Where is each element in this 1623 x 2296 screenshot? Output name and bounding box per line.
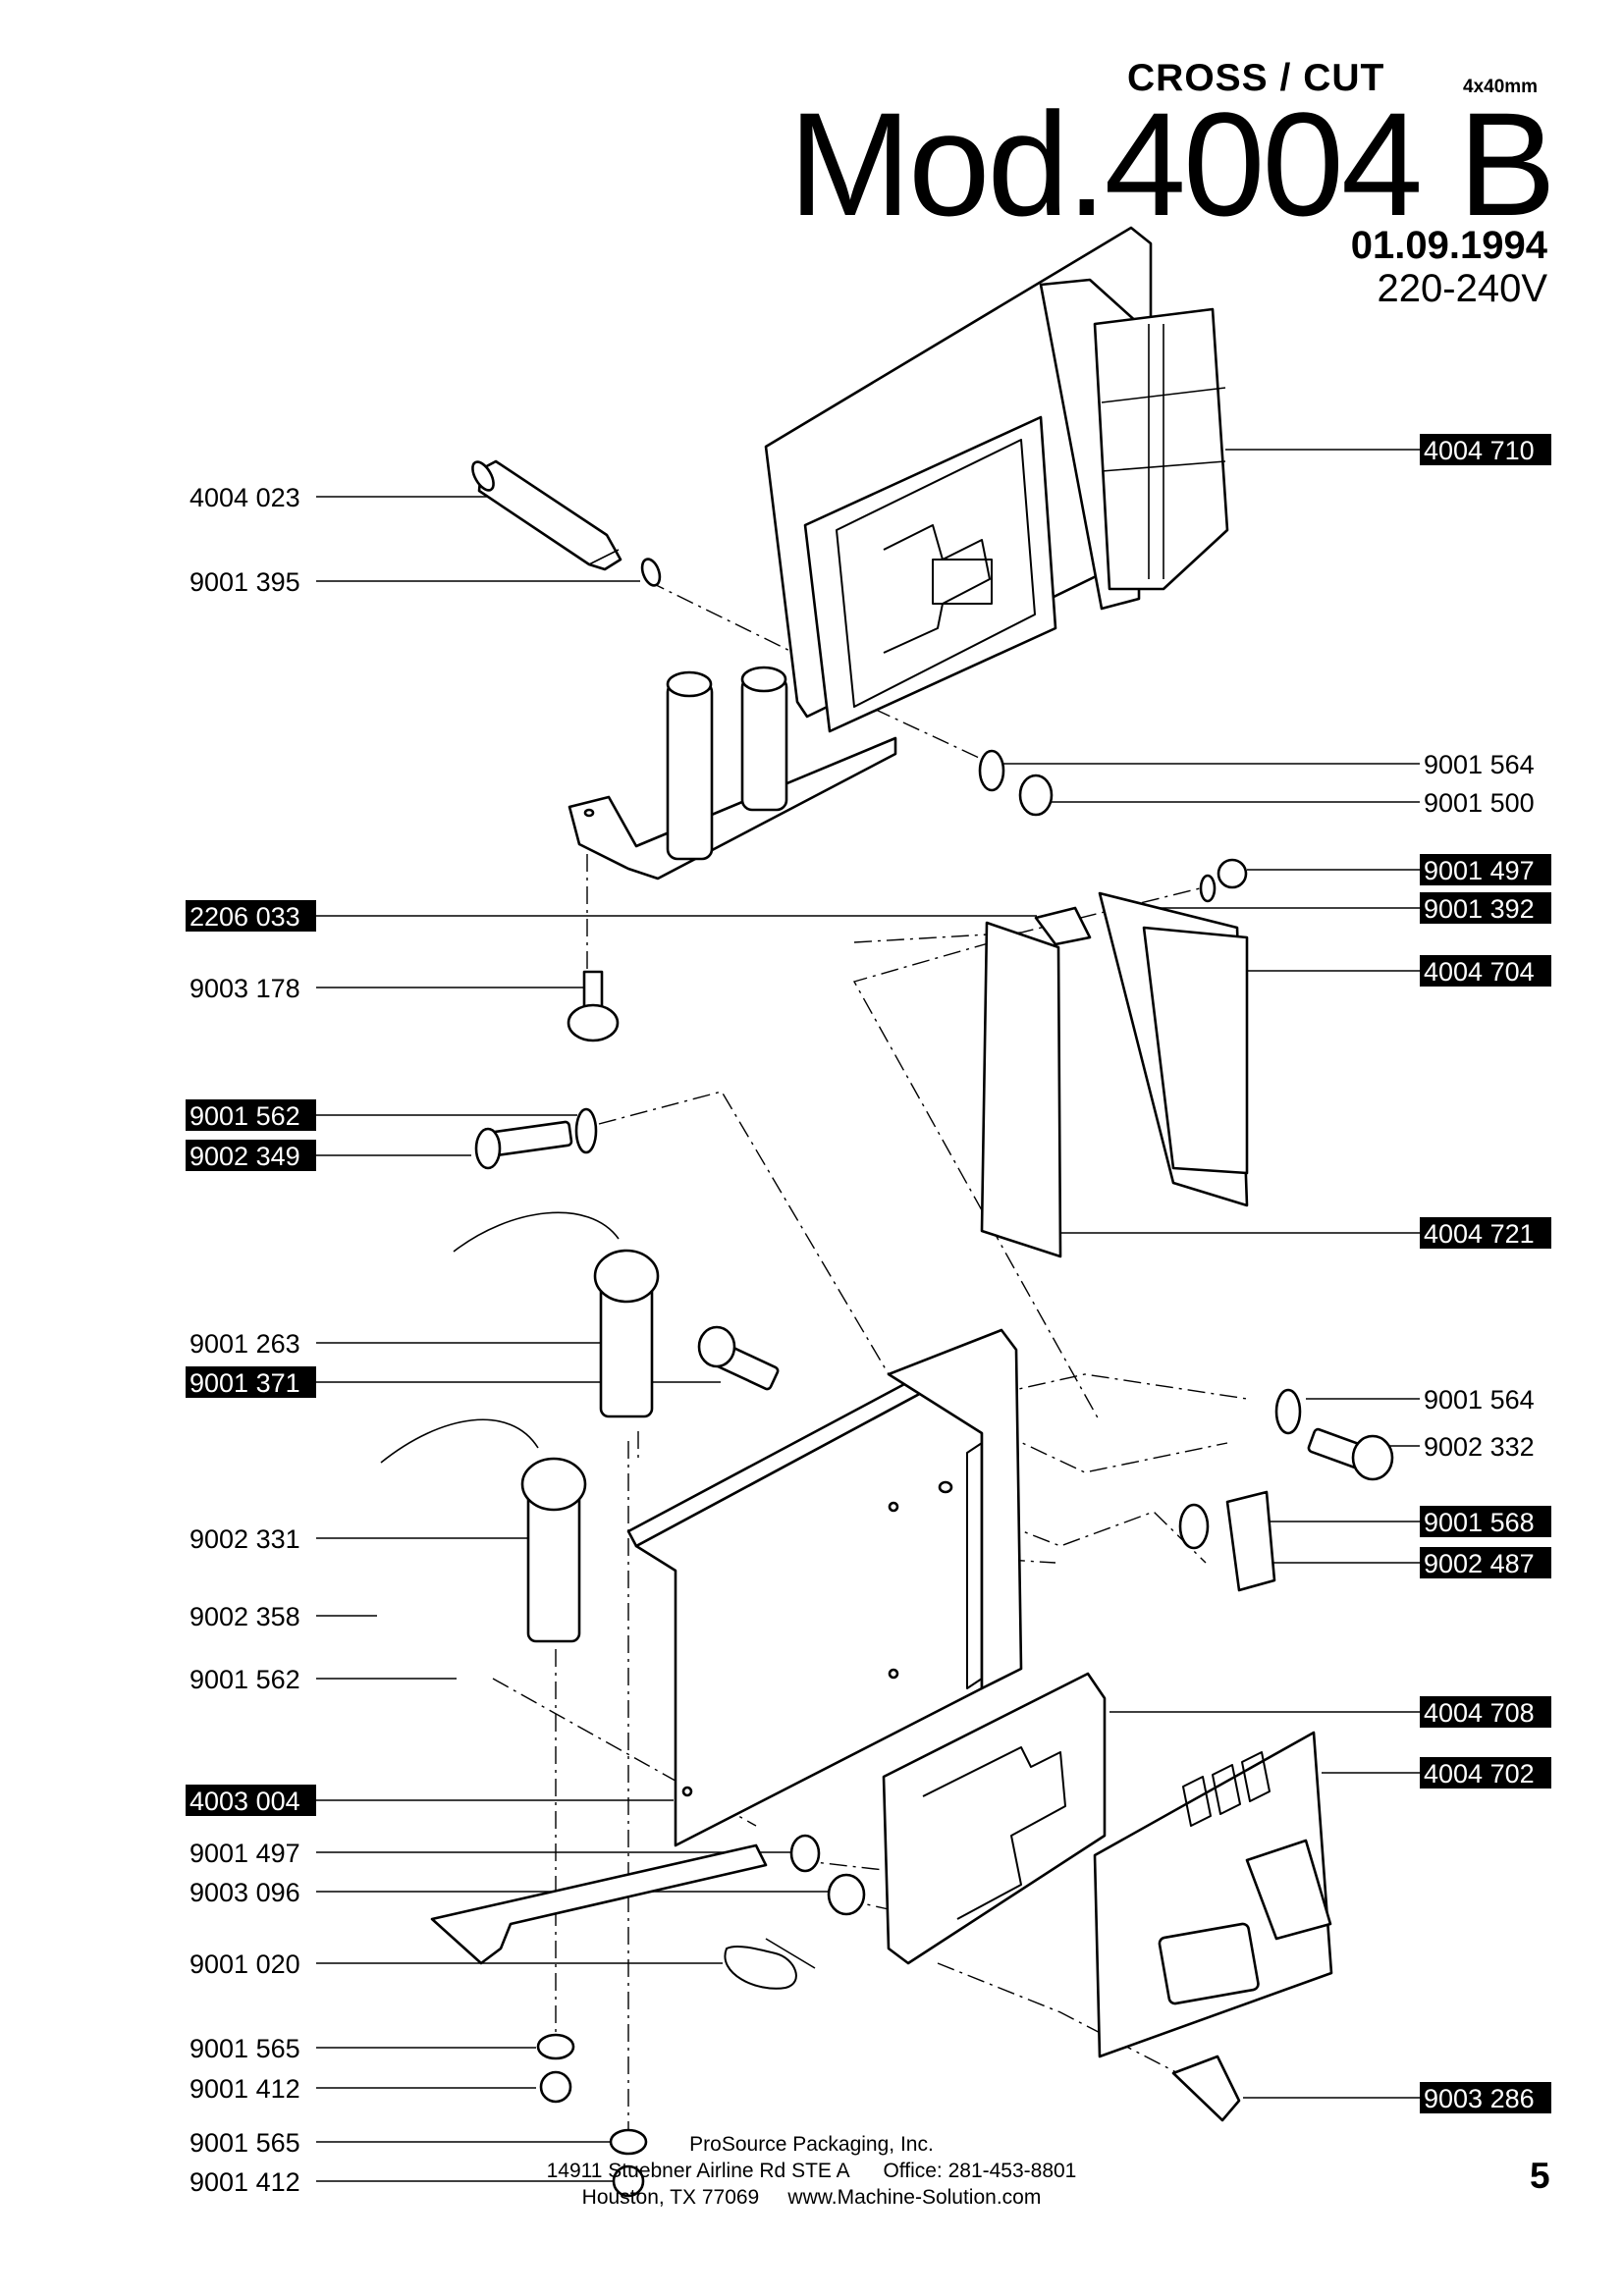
part-number: 9001 497 <box>1424 856 1535 885</box>
part-label: 9001 263 <box>189 1329 300 1359</box>
model-title: Mod.4004 B <box>788 81 1556 246</box>
part-number: 9001 500 <box>1424 788 1535 818</box>
middle-board-assembly <box>980 858 1249 1258</box>
part-number: 9001 371 <box>189 1368 300 1398</box>
leader-lines-right <box>997 449 1420 2099</box>
part-number: 9001 263 <box>189 1329 300 1359</box>
part-label: 9001 568 <box>1420 1506 1551 1537</box>
part-number: 9003 286 <box>1424 2084 1535 2113</box>
footer: ProSource Packaging, Inc. 14911 Stuebner… <box>0 2131 1623 2211</box>
part-number: 9001 412 <box>189 2167 300 2197</box>
footer-city-web: Houston, TX 77069 www.Machine-Solution.c… <box>581 2186 1042 2209</box>
part-label: 9002 487 <box>1420 1547 1551 1578</box>
washer <box>640 558 662 587</box>
screw <box>567 970 620 1042</box>
bolt-332 <box>1274 1388 1394 1481</box>
part-label: 9003 286 <box>1420 2082 1551 2113</box>
part-number: 9001 565 <box>189 2034 300 2063</box>
part-number: 2206 033 <box>189 902 300 932</box>
part-label: 9001 564 <box>1424 750 1535 779</box>
part-number: 9002 487 <box>1424 1549 1535 1578</box>
part-number: 9001 497 <box>189 1839 300 1868</box>
standoff-bolt <box>471 459 622 571</box>
nut-washer-set <box>978 749 1054 817</box>
part-number: 9001 564 <box>1424 750 1535 779</box>
footer-company: ProSource Packaging, Inc. <box>689 2133 934 2156</box>
part-number: 9003 096 <box>189 1878 300 1907</box>
part-number: 9001 564 <box>1424 1385 1535 1415</box>
part-number: 9001 562 <box>189 1101 300 1131</box>
mounting-plate <box>882 1672 1107 1965</box>
terminal-clip <box>1178 1490 1276 1592</box>
cut-size: 4x40mm <box>1463 77 1539 97</box>
part-number: 9001 565 <box>189 2128 300 2158</box>
part-number: 9001 568 <box>1424 1508 1535 1537</box>
part-number: 9002 358 <box>189 1602 300 1631</box>
part-label: 9001 497 <box>1420 854 1551 885</box>
part-label: 9001 020 <box>189 1949 300 1979</box>
part-label: 9001 500 <box>1424 788 1535 818</box>
right-part-labels: 4004 710 9001 564 9001 500 9001 497 9001… <box>1420 434 1551 2113</box>
part-number: 9003 178 <box>189 974 300 1003</box>
part-number: 9001 412 <box>189 2074 300 2104</box>
part-label: 4004 708 <box>1420 1696 1551 1728</box>
part-label: 9001 565 <box>189 2034 300 2063</box>
part-number: 4004 704 <box>1424 957 1535 987</box>
main-housing <box>626 1328 1023 1847</box>
part-label: 4004 702 <box>1420 1757 1551 1789</box>
part-label: 9001 395 <box>189 567 300 597</box>
capacitor-bracket <box>568 666 897 881</box>
part-number: 4004 023 <box>189 483 300 512</box>
part-label: 9001 562 <box>186 1099 316 1131</box>
part-label: 9001 564 <box>1424 1385 1535 1415</box>
part-number: 9002 332 <box>1424 1432 1535 1462</box>
revision-date: 01.09.1994 <box>1350 224 1547 267</box>
part-label: 9001 371 <box>186 1366 316 1398</box>
part-label: 9002 332 <box>1424 1432 1535 1462</box>
upper-board-assembly <box>764 226 1229 733</box>
part-label: 9001 497 <box>189 1839 300 1868</box>
control-pcb <box>1093 1731 1333 2058</box>
footer-address: 14911 Stuebner Airline Rd STE A Office: … <box>546 2160 1077 2182</box>
part-label: 4004 710 <box>1420 434 1551 465</box>
page-number: 5 <box>1530 2156 1550 2196</box>
part-label: 4004 704 <box>1420 955 1551 987</box>
part-label: 9003 096 <box>189 1878 300 1907</box>
part-label: 9001 412 <box>189 2074 300 2104</box>
part-number: 4004 721 <box>1424 1219 1535 1249</box>
part-number: 4004 708 <box>1424 1698 1535 1728</box>
part-label: 9001 565 <box>189 2128 300 2158</box>
part-number: 4004 702 <box>1424 1759 1535 1789</box>
screw-371 <box>697 1325 780 1391</box>
part-label: 9002 331 <box>189 1524 300 1554</box>
part-label: 4003 004 <box>186 1785 316 1816</box>
voltage: 220-240V <box>1377 267 1547 310</box>
leader-lines-left <box>316 496 1037 2182</box>
part-number: 9001 020 <box>189 1949 300 1979</box>
part-label: 9002 358 <box>189 1602 300 1631</box>
part-number: 9001 392 <box>1424 894 1535 924</box>
part-number: 9002 331 <box>189 1524 300 1554</box>
part-number: 4004 710 <box>1424 436 1535 465</box>
part-number: 9001 395 <box>189 567 300 597</box>
left-part-labels: 4004 023 9001 395 2206 033 9003 178 9001… <box>186 483 316 2197</box>
bottom-bracket <box>430 1834 1241 2198</box>
part-number: 9001 562 <box>189 1665 300 1694</box>
screw-set-upper <box>474 1107 598 1170</box>
part-number: 4003 004 <box>189 1787 300 1816</box>
part-label: 9002 349 <box>186 1140 316 1171</box>
sensors <box>380 1211 660 1643</box>
part-label: 4004 721 <box>1420 1217 1551 1249</box>
part-number: 9002 349 <box>189 1142 300 1171</box>
part-label: 9003 178 <box>189 974 300 1003</box>
section-title: CROSS / CUT <box>1127 57 1385 99</box>
part-label: 9001 562 <box>189 1665 300 1694</box>
part-label: 9001 412 <box>189 2167 300 2197</box>
part-label: 9001 392 <box>1420 892 1551 924</box>
part-label: 2206 033 <box>186 900 316 932</box>
part-label: 4004 023 <box>189 483 300 512</box>
